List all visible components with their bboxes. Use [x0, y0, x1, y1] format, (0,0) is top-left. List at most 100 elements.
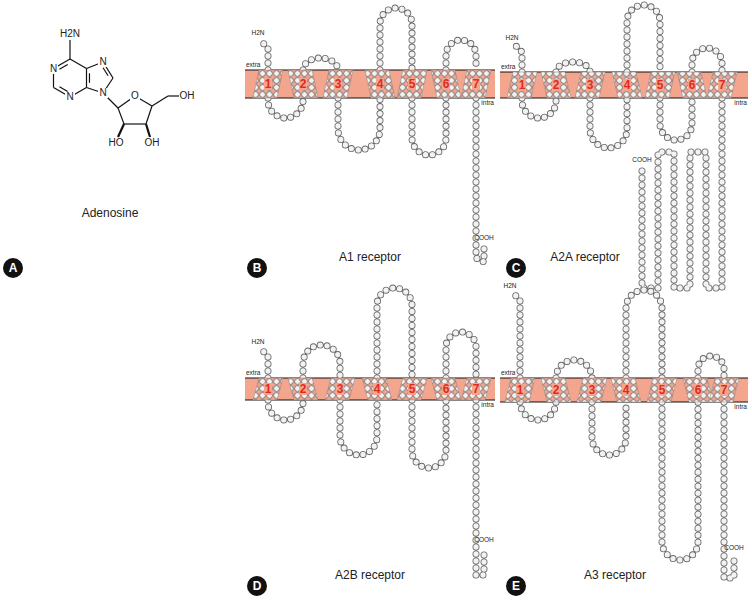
helix-number: 1	[264, 383, 273, 395]
residue-chain	[340, 400, 377, 455]
panel-title: A2A receptor	[550, 251, 619, 263]
residue-chain-outline	[476, 400, 484, 575]
panel-letter: C	[506, 258, 526, 278]
residue-chain	[626, 290, 662, 378]
terminus-label: H2N	[505, 35, 518, 42]
terminus-label: COOH	[724, 545, 744, 552]
panel-title: A1 receptor	[339, 251, 401, 263]
atom-label: H2N	[59, 29, 81, 39]
terminus-label: COOH	[474, 235, 494, 242]
residue-chain	[446, 332, 476, 378]
helix-number: 1	[264, 78, 273, 90]
residue-chain-outline	[692, 48, 722, 72]
transmembrane-helix	[541, 72, 571, 98]
transmembrane-helix	[431, 70, 461, 98]
transmembrane-helix	[612, 72, 642, 98]
residue-chain-outline	[412, 400, 446, 468]
side-label: intra	[734, 404, 747, 411]
transmembrane-helix	[611, 378, 641, 402]
residue-chain	[660, 98, 692, 140]
side-label: extra	[246, 370, 260, 377]
panel-letter-text: B	[253, 262, 262, 274]
panel-letter: E	[506, 576, 526, 596]
helix-number: 2	[552, 384, 561, 396]
transmembrane-helix	[575, 72, 605, 98]
transmembrane-helix	[541, 378, 571, 402]
chemical-bond	[152, 96, 168, 106]
transmembrane-helix	[325, 378, 355, 400]
residue-chain-outline	[268, 400, 303, 420]
helix-number: 7	[720, 384, 729, 396]
chemical-bond	[69, 40, 70, 59]
residue-chain-outline	[662, 402, 698, 560]
helix-number: 3	[586, 79, 595, 91]
transmembrane-helix	[647, 378, 677, 402]
residue-chain-outline	[446, 332, 476, 378]
residue-chain-outline	[340, 400, 377, 455]
residue-chain-outline	[338, 98, 380, 150]
residue-chain-outline	[592, 402, 626, 455]
residue-chain-outline	[262, 350, 268, 378]
residue-chain-outline	[626, 290, 662, 378]
residue-chain-outline	[660, 98, 692, 140]
residue-chain-outline	[627, 5, 660, 72]
residue-chain	[592, 402, 626, 455]
helix-number: 1	[518, 79, 527, 91]
membrane-band	[245, 70, 495, 98]
side-label: intra	[481, 100, 494, 107]
side-label: extra	[501, 370, 515, 377]
double-bond	[59, 87, 67, 92]
transmembrane-helix	[677, 72, 707, 98]
residue-chain	[262, 42, 268, 70]
atom-label: N	[49, 64, 58, 74]
residue-chain	[522, 98, 556, 118]
residue-chain	[303, 345, 340, 378]
residue-chain-outline	[590, 98, 627, 148]
atom-label: O	[130, 91, 140, 101]
transmembrane-helix	[288, 70, 318, 98]
transmembrane-helix	[397, 70, 427, 98]
panel-letter-text: C	[512, 262, 521, 274]
transmembrane-helix	[645, 72, 675, 98]
side-label: extra	[501, 64, 515, 71]
transmembrane-helix	[288, 378, 318, 400]
side-label: intra	[734, 100, 747, 107]
residue-chain-outline	[556, 360, 592, 378]
chemical-bond	[124, 123, 146, 124]
residue-chain-outline	[522, 98, 556, 118]
residue-chain-outline	[724, 402, 734, 578]
panel-letter: A	[3, 258, 23, 278]
membrane-band	[500, 72, 748, 98]
transmembrane-helix	[505, 378, 535, 402]
residue-chain	[698, 356, 724, 378]
residue-chain	[514, 294, 520, 378]
residue-chain	[446, 40, 476, 70]
atom-label: OH	[179, 91, 196, 101]
transmembrane-helix	[362, 378, 392, 400]
residue-chain	[303, 58, 338, 70]
residue-chain	[520, 402, 556, 420]
helix-number: 4	[373, 383, 382, 395]
residue-chain	[412, 98, 446, 155]
helix-number: 3	[334, 78, 343, 90]
panel-letter: B	[247, 258, 267, 278]
transmembrane-helix	[709, 378, 739, 402]
helix-number: 5	[408, 78, 417, 90]
helix-number: 5	[408, 383, 417, 395]
chemical-bond	[86, 69, 87, 88]
transmembrane-helix	[253, 378, 283, 400]
residue-chain-outline	[303, 345, 340, 378]
transmembrane-helix	[577, 378, 607, 402]
atom-label: N	[98, 57, 107, 67]
panel-title: A2B receptor	[335, 569, 405, 581]
transmembrane-helix	[365, 70, 395, 98]
transmembrane-helix	[397, 378, 427, 400]
helix-number: 7	[472, 383, 481, 395]
terminus-label: H2N	[251, 30, 264, 37]
residue-chain	[642, 98, 722, 288]
helix-number: 1	[516, 384, 525, 396]
terminus-label: COOH	[474, 537, 494, 544]
